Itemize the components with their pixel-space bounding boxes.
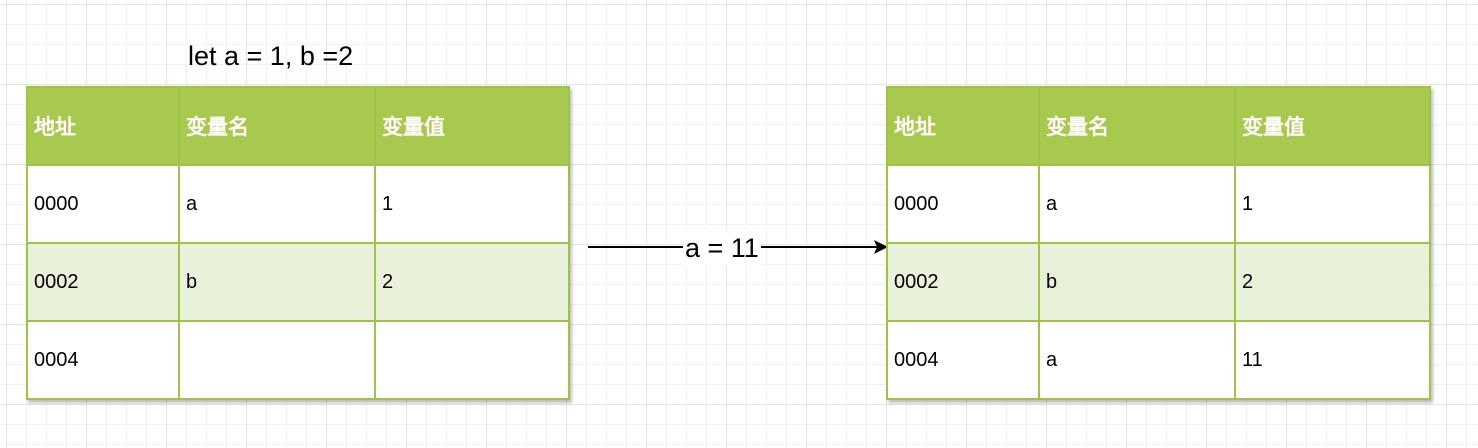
cell-name [178,320,376,400]
table-row: 0002 b 2 [886,242,1431,322]
memory-table-before: 地址 变量名 变量值 0000 a 1 0002 b 2 0004 [26,86,570,400]
cell-value: 1 [374,164,570,244]
cell-name: a [1038,164,1236,244]
table-row: 0004 a 11 [886,320,1431,400]
cell-address: 0002 [886,242,1040,322]
table-row: 0002 b 2 [26,242,570,322]
header-name: 变量名 [178,86,376,166]
cell-address: 0004 [26,320,180,400]
header-row: 地址 变量名 变量值 [26,86,570,166]
cell-address: 0000 [26,164,180,244]
header-value: 变量值 [1234,86,1431,166]
cell-address: 0002 [26,242,180,322]
table-row: 0000 a 1 [26,164,570,244]
cell-value [374,320,570,400]
cell-value: 2 [374,242,570,322]
cell-address: 0004 [886,320,1040,400]
header-address: 地址 [26,86,180,166]
memory-table-after: 地址 变量名 变量值 0000 a 1 0002 b 2 0004 a 11 [886,86,1431,400]
cell-value: 1 [1234,164,1431,244]
header-row: 地址 变量名 变量值 [886,86,1431,166]
table-row: 0004 [26,320,570,400]
cell-value: 11 [1234,320,1431,400]
cell-name: b [1038,242,1236,322]
cell-name: a [178,164,376,244]
cell-value: 2 [1234,242,1431,322]
header-value: 变量值 [374,86,570,166]
cell-name: b [178,242,376,322]
header-address: 地址 [886,86,1040,166]
cell-name: a [1038,320,1236,400]
cell-address: 0000 [886,164,1040,244]
table-row: 0000 a 1 [886,164,1431,244]
header-name: 变量名 [1038,86,1236,166]
arrow-label: a = 11 [683,230,761,266]
code-title: let a = 1, b =2 [188,41,354,71]
